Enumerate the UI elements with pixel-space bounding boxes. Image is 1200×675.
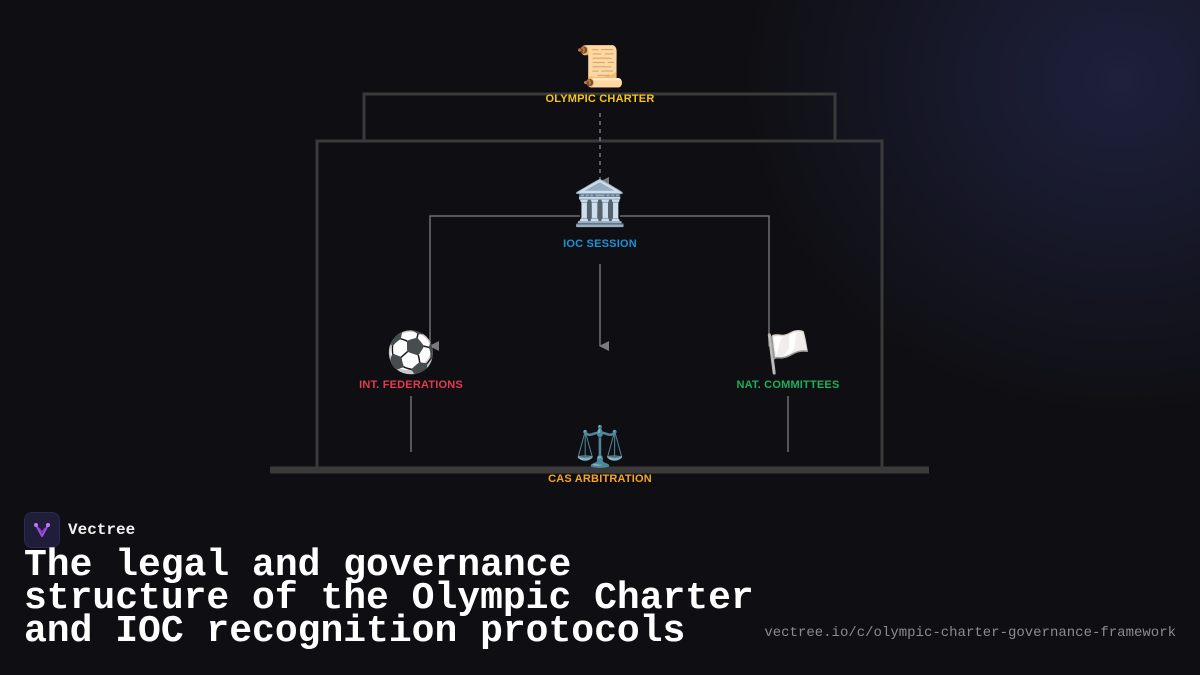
nat-committees-node: 🏳️ NAT. COMMITTEES [736, 331, 839, 391]
balance-scale-icon: ⚖️ [575, 424, 625, 470]
nat-committees-label: NAT. COMMITTEES [736, 379, 840, 391]
int-federations-label: INT. FEDERATIONS [359, 379, 463, 391]
soccer-ball-icon: ⚽ [386, 330, 436, 376]
source-url[interactable]: vectree.io/c/olympic-charter-governance-… [764, 625, 1176, 641]
ioc-to-federations-arrow [429, 215, 580, 351]
white-flag-icon: 🏳️ [763, 330, 813, 376]
vectree-logo-icon [24, 512, 60, 548]
ioc-session-node: 🏛️ IOC SESSION [563, 178, 637, 251]
page-title: The legal and governance structure of th… [24, 544, 754, 653]
brand[interactable]: Vectree [24, 512, 135, 548]
olympic-charter-node: 📜 OLYMPIC CHARTER [546, 45, 655, 105]
cas-arbitration-label: CAS ARBITRATION [548, 473, 652, 485]
int-federations-node: ⚽ INT. FEDERATIONS [359, 331, 463, 391]
cas-arbitration-node: ⚖️ CAS ARBITRATION [548, 425, 652, 485]
classical-building-icon: 🏛️ [572, 178, 628, 229]
olympic-charter-label: OLYMPIC CHARTER [545, 93, 655, 105]
ioc-to-committees-arrow [620, 215, 778, 351]
scroll-icon: 📜 [575, 44, 625, 90]
brand-name: Vectree [68, 521, 136, 539]
charter-frame [362, 92, 837, 140]
ioc-session-label: IOC SESSION [563, 238, 637, 250]
